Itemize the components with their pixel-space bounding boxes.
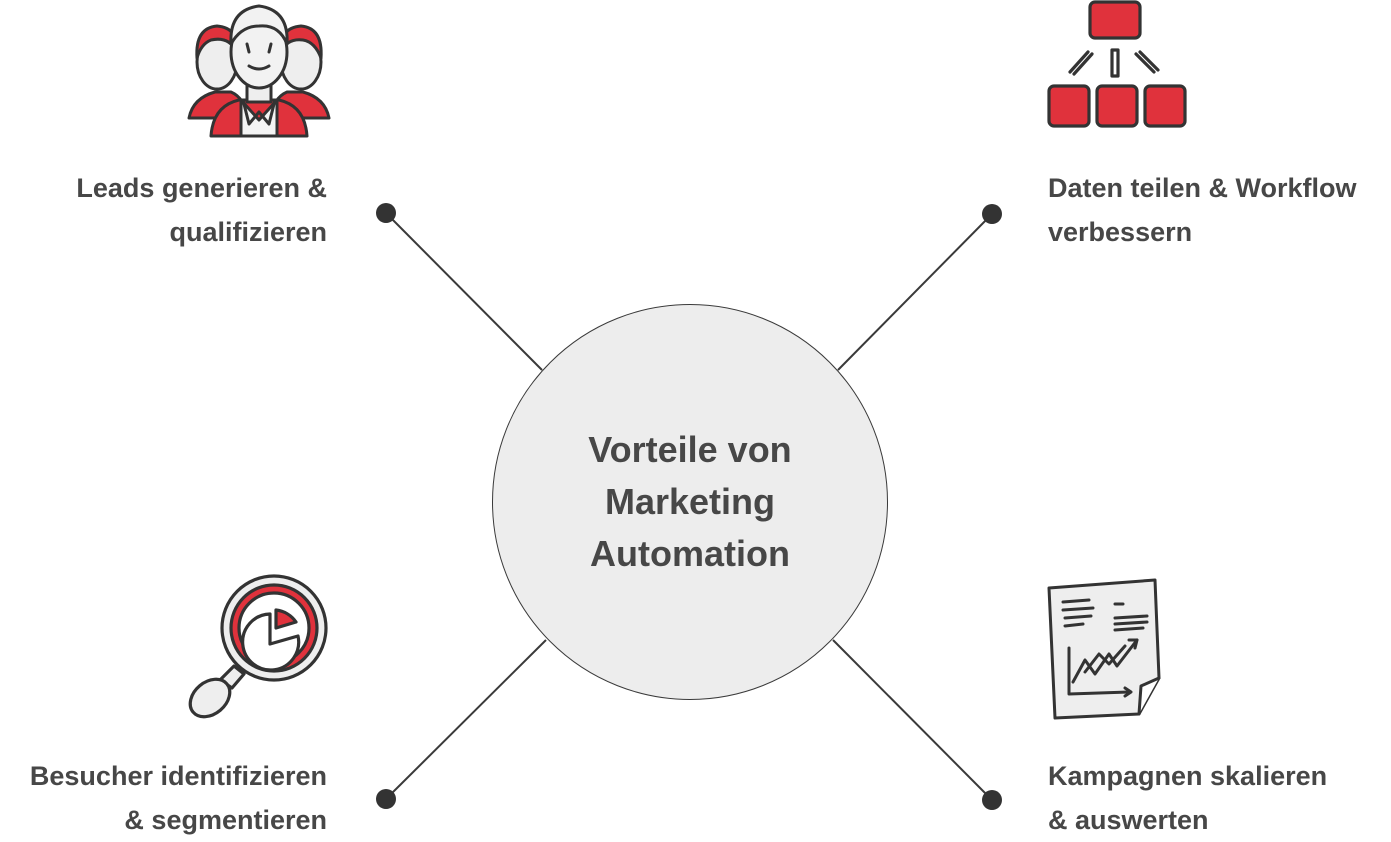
node-dot-bottom-left [376, 789, 396, 809]
label-leads: Leads generieren & qualifizieren [76, 173, 327, 247]
people-group-icon [187, 4, 331, 138]
report-chart-icon [1047, 578, 1161, 720]
hierarchy-icon [1047, 0, 1187, 128]
connector-bottom-left [385, 639, 547, 800]
connector-top-right [837, 213, 993, 371]
node-dot-top-right [982, 204, 1002, 224]
magnifier-pie-chart-icon [188, 574, 328, 719]
connector-top-left [385, 212, 543, 371]
center-title: Vorteile von Marketing Automation [588, 429, 792, 574]
label-kampagnen: Kampagnen skalieren & auswerten [1048, 761, 1328, 835]
label-daten-workflow: Daten teilen & Workflow verbessern [1048, 173, 1357, 247]
node-dot-bottom-right [982, 790, 1002, 810]
center-circle: Vorteile von Marketing Automation [492, 304, 888, 700]
connector-bottom-right [832, 639, 993, 801]
label-besucher: Besucher identifizieren & segmentieren [29, 761, 327, 835]
node-dot-top-left [376, 203, 396, 223]
